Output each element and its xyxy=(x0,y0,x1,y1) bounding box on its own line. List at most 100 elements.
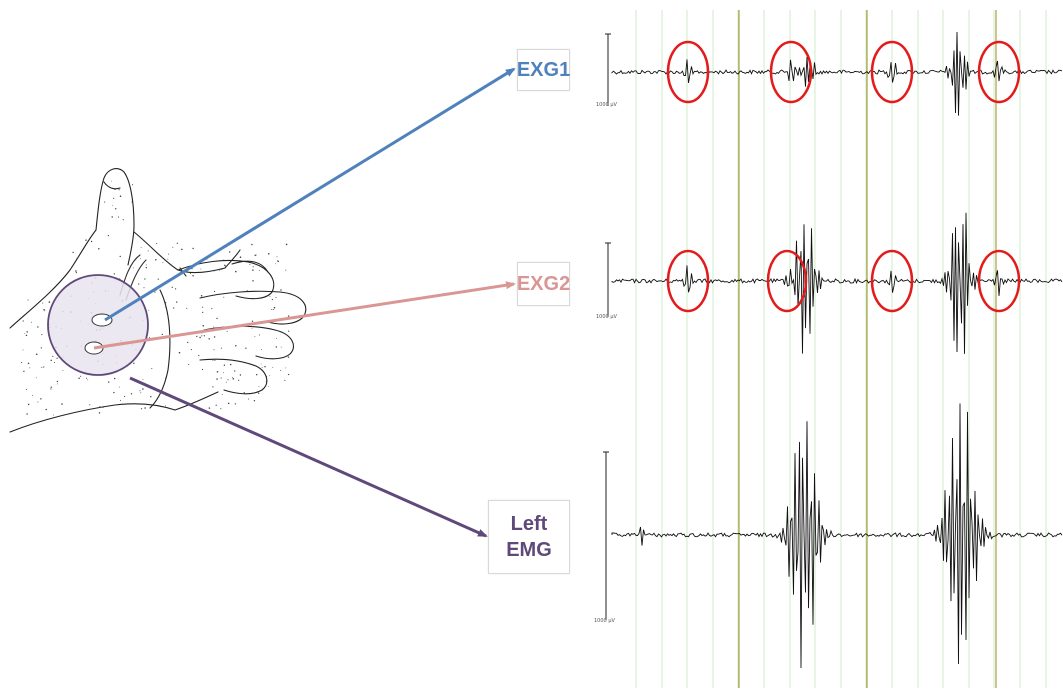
stipple-dot xyxy=(26,331,28,333)
emg-signal-trace xyxy=(611,403,1063,669)
stipple-dot xyxy=(287,373,290,376)
stipple-dot xyxy=(90,240,93,243)
stipple-dot xyxy=(260,363,262,365)
stipple-dot xyxy=(178,351,181,354)
stipple-dot xyxy=(48,301,51,303)
stipple-dot xyxy=(276,256,278,258)
wrist-outline-top xyxy=(9,229,97,329)
stipple-dot xyxy=(119,195,122,197)
ring-finger xyxy=(203,325,294,360)
stipple-dot xyxy=(157,278,159,280)
artifact-circle-marker xyxy=(766,249,808,313)
stipple-dot xyxy=(260,349,262,350)
stipple-dot xyxy=(167,258,169,260)
stipple-dot xyxy=(208,407,211,409)
emg-trace-group: 1000 µV xyxy=(594,403,1063,669)
artifact-circle-marker xyxy=(870,249,914,313)
stipple-dot xyxy=(232,378,235,380)
stipple-dot xyxy=(27,299,29,301)
artifact-circle-markers xyxy=(666,40,1021,313)
stipple-dot xyxy=(288,330,290,332)
index-knuckle xyxy=(231,260,269,273)
exg1-signal-trace xyxy=(611,31,1063,116)
stipple-dot xyxy=(80,375,82,377)
stipple-dot xyxy=(258,392,260,394)
stipple-dot xyxy=(258,385,260,387)
stipple-dot xyxy=(139,390,141,392)
stipple-dot xyxy=(113,197,115,199)
stipple-dot xyxy=(227,402,230,405)
stipple-dot xyxy=(235,270,237,273)
stipple-dot xyxy=(85,239,87,241)
emg-scale-label: 1000 µV xyxy=(594,618,615,624)
stipple-dot xyxy=(156,242,158,244)
stipple-dot xyxy=(41,366,43,368)
stipple-dot xyxy=(249,263,251,265)
stipple-dot xyxy=(234,370,236,372)
stipple-dot xyxy=(133,362,135,364)
stipple-dot xyxy=(35,377,37,379)
stipple-dot xyxy=(220,408,222,410)
stipple-dot xyxy=(107,234,110,237)
stipple-dot xyxy=(202,311,204,314)
stipple-dot xyxy=(221,394,223,396)
stipple-dot xyxy=(213,326,215,328)
stipple-dot xyxy=(117,216,120,218)
stipple-dot xyxy=(220,347,222,349)
exg2-scale-label: 1000 µV xyxy=(596,314,617,320)
stipple-dot xyxy=(248,398,250,400)
stipple-dot xyxy=(212,359,214,361)
stipple-dot xyxy=(275,346,278,348)
stipple-dot xyxy=(25,388,27,391)
stipple-dot xyxy=(186,307,188,309)
stipple-dot xyxy=(287,356,290,358)
stipple-dot xyxy=(37,326,39,328)
stipple-dot xyxy=(255,254,257,256)
wrist-outline-bottom xyxy=(9,403,176,433)
stipple-dot xyxy=(144,407,146,409)
stipple-dot xyxy=(227,379,229,381)
stipple-dot xyxy=(268,374,270,376)
little-finger xyxy=(199,358,268,395)
stipple-dot xyxy=(234,403,237,405)
stipple-dot xyxy=(89,404,91,406)
stipple-dot xyxy=(261,367,263,369)
stipple-dot xyxy=(265,380,268,383)
stipple-dot xyxy=(245,347,247,349)
palm-crease xyxy=(149,289,171,409)
stipple-dot xyxy=(144,278,146,280)
stipple-dot xyxy=(202,325,205,327)
hand-illustration xyxy=(9,168,307,433)
stipple-dot xyxy=(199,336,201,339)
stipple-dot xyxy=(189,273,191,274)
stipple-dot xyxy=(113,377,116,380)
exg2-label-text: EXG2 xyxy=(516,273,571,295)
stipple-dot xyxy=(253,400,256,402)
stipple-dot xyxy=(208,338,210,340)
stipple-dot xyxy=(235,344,237,347)
stipple-dot xyxy=(165,306,167,308)
stipple-dot xyxy=(99,406,101,408)
stipple-dot xyxy=(251,320,254,323)
stipple-dot xyxy=(188,363,190,366)
stipple-dot xyxy=(140,246,142,248)
stipple-dot xyxy=(203,335,205,337)
stipple-dot xyxy=(268,253,270,255)
left-emg-label-line2: EMG xyxy=(506,539,552,561)
artifact-circle-marker xyxy=(977,40,1021,104)
stipple-dot xyxy=(202,306,204,308)
stipple-dot xyxy=(119,255,121,258)
stipple-dot xyxy=(200,268,202,270)
stipple-dot xyxy=(142,388,144,390)
stipple-dot xyxy=(269,295,271,297)
stipple-dot xyxy=(113,391,115,394)
stipple-dot xyxy=(275,263,277,265)
exg2-signal-trace xyxy=(611,212,1063,354)
stipple-dot xyxy=(232,376,234,378)
electrode-region xyxy=(47,274,149,376)
stipple-dot xyxy=(44,310,46,312)
stipple-dot xyxy=(176,301,178,303)
stipple-dot xyxy=(216,317,218,320)
stipple-dot xyxy=(98,412,101,414)
